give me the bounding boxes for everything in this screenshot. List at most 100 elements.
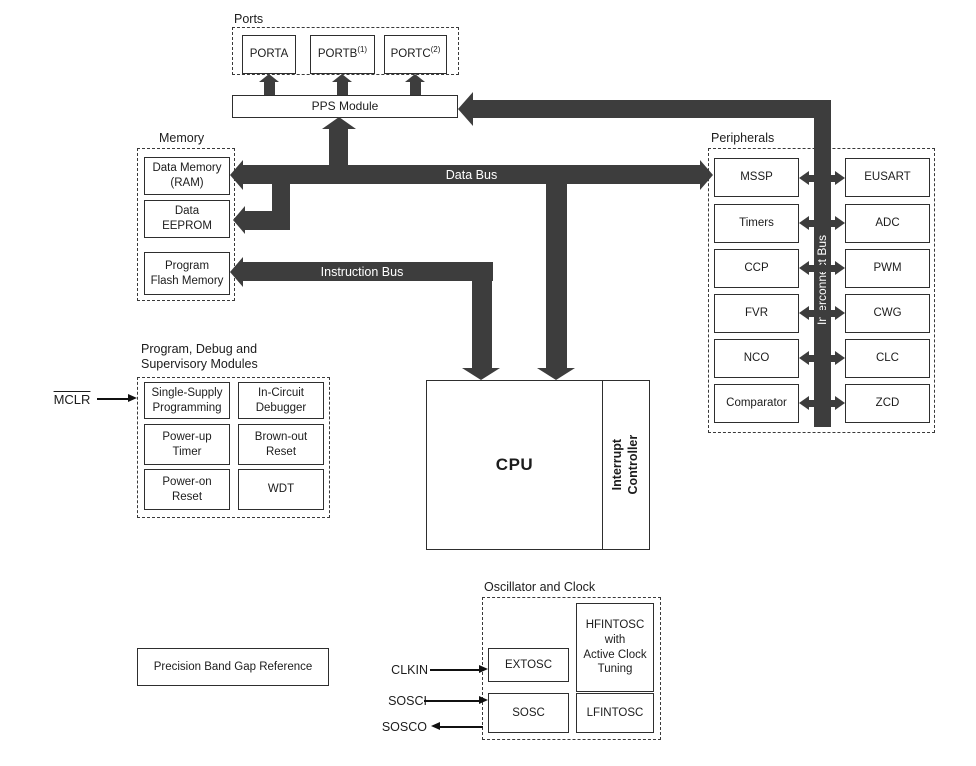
interconnect-to-pps-bar: [471, 100, 831, 118]
data-eeprom-box: Data EEPROM: [144, 200, 230, 238]
instrbus-left-arrowhead-icon: [230, 257, 243, 287]
box-label: Comparator: [726, 397, 787, 410]
memory-section-title: Memory: [159, 131, 205, 145]
interrupt-controller-label: Interrupt Controller: [609, 435, 640, 495]
box-label-line: Data Memory: [152, 162, 222, 175]
box-label: Precision Band Gap Reference: [153, 660, 313, 673]
mssp-box: MSSP: [714, 158, 799, 197]
comparator-box: Comparator: [714, 384, 799, 423]
box-label-line: Power-up: [162, 430, 212, 443]
nco-box: NCO: [714, 339, 799, 378]
box-label: EXTOSC: [504, 658, 553, 671]
pwm-box: PWM: [845, 249, 930, 288]
box-label: CWG: [873, 307, 902, 320]
box-label-line: Program: [164, 259, 210, 272]
portc-label: PORTC(2): [390, 45, 441, 61]
mclr-arrowhead-icon: [128, 394, 137, 402]
clc-box: CLC: [845, 339, 930, 378]
sosco-pin-label: SOSCO: [381, 720, 427, 734]
box-label-line: Reset: [171, 490, 203, 503]
databus-pps-arrowhead-icon: [322, 117, 356, 129]
extosc-box: EXTOSC: [488, 648, 569, 682]
hfintosc-box: HFINTOSC with Active Clock Tuning: [576, 603, 654, 692]
box-label: Timers: [739, 217, 774, 230]
adc-box: ADC: [845, 204, 930, 243]
debug-dashed-group: [137, 377, 330, 518]
box-label-line: Brown-out: [254, 430, 308, 443]
cpu-interrupt-divider: [602, 380, 603, 550]
box-label: ZCD: [875, 397, 900, 410]
box-label: SOSC: [512, 706, 545, 719]
sosco-arrow-line: [439, 726, 483, 728]
cwg-box: CWG: [845, 294, 930, 333]
brown-out-reset-box: Brown-out Reset: [238, 424, 324, 465]
power-on-reset-box: Power-on Reset: [144, 469, 230, 510]
box-label-line: Programming: [152, 401, 222, 414]
clkin-pin-label: CLKIN: [391, 663, 428, 677]
timers-box: Timers: [714, 204, 799, 243]
databus-label: Data Bus: [445, 167, 498, 182]
pps-module-label: PPS Module: [311, 98, 379, 113]
box-label: PWM: [873, 262, 902, 275]
portc-footnote: (2): [430, 45, 441, 55]
program-flash-memory-box: Program Flash Memory: [144, 252, 230, 295]
pps-to-portb-bar: [337, 81, 348, 95]
wdt-box: WDT: [238, 469, 324, 510]
box-label-line: Data: [174, 205, 200, 218]
pps-to-portc-bar: [410, 81, 421, 95]
lfintosc-box: LFINTOSC: [576, 693, 654, 733]
box-label: CCP: [744, 262, 769, 275]
box-label-line: Active Clock: [583, 648, 647, 661]
box-label-line: Reset: [265, 445, 297, 458]
pps-to-porta-bar: [264, 81, 275, 95]
box-label-line: (RAM): [170, 177, 204, 189]
eusart-box: EUSART: [845, 158, 930, 197]
box-label: MSSP: [740, 171, 773, 184]
instrbus-label: Instruction Bus: [320, 264, 404, 279]
box-label-line: with: [604, 633, 626, 646]
pps-to-portb-arrowhead-icon: [332, 74, 352, 82]
instrbus-cpu-arrowhead-icon: [462, 368, 500, 380]
databus-bar: [242, 165, 701, 184]
portb-label: PORTB(1): [317, 45, 368, 61]
pps-module-box: PPS Module: [232, 95, 458, 118]
oscillator-section-title: Oscillator and Clock: [484, 580, 596, 594]
sosci-arrowhead-icon: [479, 696, 488, 704]
zcd-box: ZCD: [845, 384, 930, 423]
cpu-label: CPU: [495, 455, 534, 474]
box-label-line: Tuning: [597, 663, 633, 676]
band-gap-reference-box: Precision Band Gap Reference: [137, 648, 329, 686]
porta-label: PORTA: [249, 48, 289, 61]
databus-eeprom-branch-hbar: [245, 211, 290, 230]
box-label: CLC: [875, 352, 899, 365]
single-supply-programming-box: Single-Supply Programming: [144, 382, 230, 419]
box-label: FVR: [745, 307, 768, 320]
portb-box: PORTB(1): [310, 35, 375, 74]
sosci-pin-label: SOSCI: [388, 694, 427, 708]
pps-to-porta-arrowhead-icon: [259, 74, 279, 82]
mclr-arrow-line: [97, 398, 129, 400]
portb-footnote: (1): [357, 45, 368, 55]
box-label-line: Single-Supply: [151, 386, 223, 399]
ports-section-title: Ports: [234, 12, 264, 26]
pps-to-portc-arrowhead-icon: [405, 74, 425, 82]
box-label-line: Timer: [172, 445, 202, 458]
box-label-line: HFINTOSC: [585, 619, 645, 632]
box-label-line: WDT: [267, 483, 295, 496]
data-memory-ram-box: Data Memory (RAM): [144, 157, 230, 195]
clkin-arrowhead-icon: [479, 665, 488, 673]
interconnect-to-pps-arrowhead-icon: [458, 92, 473, 126]
databus-left-arrowhead-icon: [230, 160, 243, 190]
instrbus-vbar: [472, 281, 492, 369]
instrbus-hbar: [242, 262, 493, 281]
databus-cpu-branch-bar: [546, 184, 567, 369]
fvr-box: FVR: [714, 294, 799, 333]
ccp-box: CCP: [714, 249, 799, 288]
box-label: LFINTOSC: [586, 706, 644, 719]
databus-right-arrowhead-icon: [700, 160, 713, 190]
box-label: NCO: [743, 352, 770, 365]
porta-box: PORTA: [242, 35, 296, 74]
box-label: ADC: [875, 217, 900, 230]
debug-section-title: Program, Debug and Supervisory Modules: [141, 342, 258, 371]
